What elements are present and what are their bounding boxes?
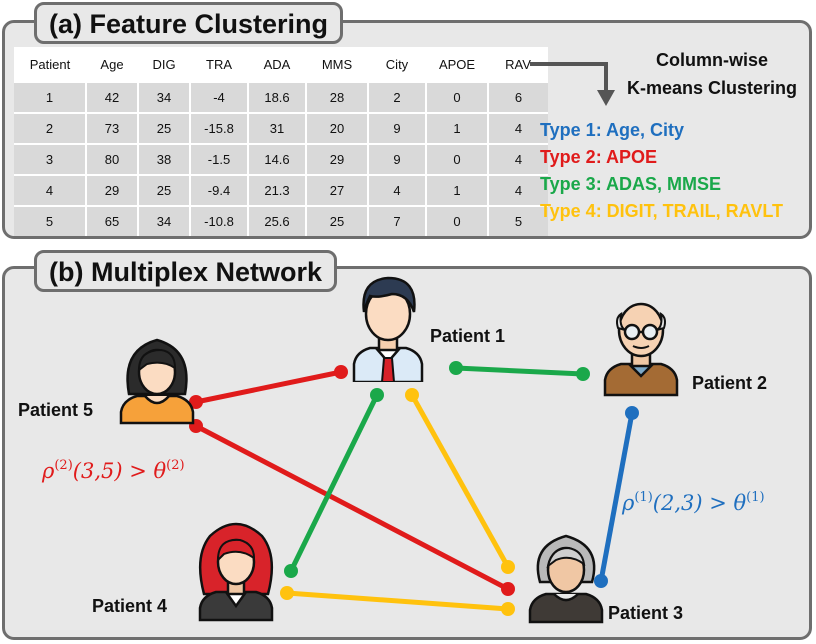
table-cell: 4 [487, 143, 548, 175]
header-cell: City [368, 47, 426, 82]
table-cell: 2 [14, 112, 86, 144]
type1-threshold-formula: ρ(1)(2,3) > θ(1) [622, 490, 765, 515]
table-cell: 20 [305, 112, 368, 144]
table-cell: -10.8 [189, 205, 248, 236]
table-cell: 42 [85, 81, 138, 113]
type-4-label: Type 4: DIGIT, TRAIL, RAVLT [540, 201, 783, 221]
clustering-method-line1: Column-wise [655, 50, 768, 70]
businessman-avatar-icon [352, 276, 424, 382]
table-row: 3 80 38 -1.5 14.6 29 9 0 4 [14, 143, 548, 175]
feature-table: Patient Age DIG TRA ADA MMS City APOE RA… [14, 47, 548, 236]
header-cell: ADA [248, 47, 306, 82]
clustering-method-line2: K-means Clustering [626, 78, 798, 98]
edge-type4-p4-p3 [286, 590, 509, 612]
table-cell: 3 [14, 143, 86, 175]
table-cell: 9 [367, 143, 426, 175]
table-cell: 4 [487, 174, 548, 206]
woman-avatar-icon [119, 338, 195, 425]
patient-5-label: Patient 5 [18, 400, 94, 420]
table-cell: 34 [137, 205, 190, 236]
type-3-label: Type 3: ADAS, MMSE [540, 174, 722, 194]
elderly-woman-avatar-icon [528, 534, 604, 624]
table-cell: 27 [305, 174, 368, 206]
table-cell: 4 [487, 112, 548, 144]
table-header-row: Patient Age DIG TRA ADA MMS City APOE RA… [14, 47, 548, 82]
patient-1-label: Patient 1 [430, 326, 506, 346]
type-1-label: Type 1: Age, City [540, 120, 685, 140]
elderly-man-avatar-icon [603, 302, 679, 397]
table-cell: 1 [425, 174, 488, 206]
header-cell: APOE [426, 47, 488, 82]
edge-type3-p1-p4 [288, 393, 380, 573]
table-cell: 31 [247, 112, 306, 144]
table-cell: 21.3 [247, 174, 306, 206]
table-cell: 25 [137, 112, 190, 144]
table-cell: 65 [85, 205, 138, 236]
table-cell: 38 [137, 143, 190, 175]
table-cell: 80 [85, 143, 138, 175]
table-cell: 0 [425, 205, 488, 236]
header-cell: DIG [138, 47, 190, 82]
table-cell: 34 [137, 81, 190, 113]
header-cell: TRA [190, 47, 248, 82]
edge-type4-p1-p3 [409, 393, 511, 569]
edge-type2-p5-p3 [194, 423, 510, 592]
table-cell: -4 [189, 81, 248, 113]
type2-threshold-formula: ρ(2)(3,5) > θ(2) [42, 458, 185, 483]
table-cell: 4 [367, 174, 426, 206]
edge-type2-p5-p1 [195, 369, 342, 405]
type-2-label: Type 2: APOE [540, 147, 658, 167]
table-cell: 14.6 [247, 143, 306, 175]
table-cell: 25 [137, 174, 190, 206]
header-cell: Age [86, 47, 138, 82]
table-cell: -9.4 [189, 174, 248, 206]
table-cell: 9 [367, 112, 426, 144]
table-cell: 18.6 [247, 81, 306, 113]
table-row: 4 29 25 -9.4 21.3 27 4 1 4 [14, 174, 548, 206]
table-cell: 7 [367, 205, 426, 236]
patient-2-label: Patient 2 [692, 373, 768, 393]
red-haired-woman-avatar-icon [198, 522, 274, 622]
header-cell: MMS [306, 47, 368, 82]
table-row: 2 73 25 -15.8 31 20 9 1 4 [14, 112, 548, 144]
table-cell: 2 [367, 81, 426, 113]
edge-type1-p2-p3 [598, 412, 635, 582]
table-cell: 73 [85, 112, 138, 144]
table-cell: 25.6 [247, 205, 306, 236]
table-cell: 1 [14, 81, 86, 113]
table-cell: 0 [425, 81, 488, 113]
table-cell: 28 [305, 81, 368, 113]
table-cell: 5 [14, 205, 86, 236]
table-cell: 25 [305, 205, 368, 236]
table-cell: 29 [85, 174, 138, 206]
table-cell: 29 [305, 143, 368, 175]
table-cell: -1.5 [189, 143, 248, 175]
feature-clustering-title: (a) Feature Clustering [34, 2, 344, 44]
edge-type3-p1-p2 [455, 365, 584, 377]
patient-4-label: Patient 4 [92, 596, 168, 616]
table-cell: 0 [425, 143, 488, 175]
table-cell: -15.8 [189, 112, 248, 144]
table-cell: 1 [425, 112, 488, 144]
multiplex-network-title: (b) Multiplex Network [34, 250, 338, 292]
patient-3-label: Patient 3 [608, 603, 684, 623]
table-cell: 5 [487, 205, 548, 236]
table-cell: 4 [14, 174, 86, 206]
header-cell: Patient [14, 47, 86, 82]
table-row: 5 65 34 -10.8 25.6 25 7 0 5 [14, 205, 548, 236]
